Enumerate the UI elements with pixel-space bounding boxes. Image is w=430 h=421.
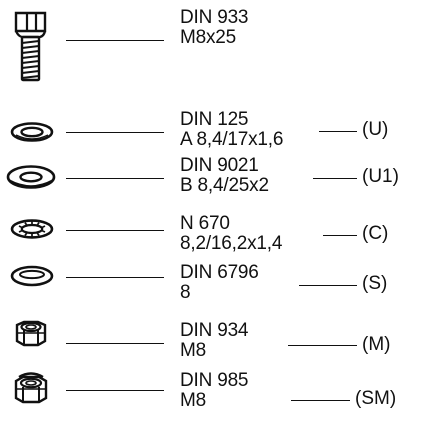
part-row-tooth-washer: N 670 8,2/16,2x1,4 (C) [0, 214, 430, 264]
flat-washer-icon [10, 122, 54, 142]
part-leader-line [66, 132, 164, 133]
tooth-lock-washer-icon [10, 219, 54, 239]
part-row-flat-washer: DIN 125 A 8,4/17x1,6 (U) [0, 110, 430, 160]
part-leader-line [66, 178, 164, 179]
part-standard-label: DIN 934 [180, 320, 249, 341]
part-leader-line [66, 230, 164, 231]
part-size-label: M8 [180, 340, 206, 361]
part-leader-line [66, 40, 164, 41]
code-leader-line [313, 178, 357, 179]
code-leader-line [319, 131, 357, 132]
part-row-large-washer: DIN 9021 B 8,4/25x2 (U1) [0, 156, 430, 206]
part-size-label: M8 [180, 390, 206, 411]
spring-washer-icon [10, 265, 54, 287]
part-label: DIN 9021 B 8,4/25x2 [180, 156, 315, 196]
part-label: DIN 934 M8 [180, 321, 315, 361]
part-label: DIN 985 M8 [180, 371, 315, 411]
part-row-bolt: DIN 933 M8x25 [0, 8, 430, 88]
part-icon-cell [0, 156, 70, 206]
part-icon-cell [0, 8, 70, 88]
part-size-label: A 8,4/17x1,6 [180, 129, 284, 150]
code-leader-line [291, 400, 350, 401]
part-code-label: (S) [362, 273, 388, 294]
part-leader-line [66, 343, 164, 344]
part-code-label: (C) [362, 223, 389, 244]
part-code-label: (SM) [355, 388, 397, 409]
part-standard-label: DIN 9021 [180, 155, 259, 176]
part-standard-label: DIN 6796 [180, 262, 259, 283]
code-leader-line [299, 285, 357, 286]
part-row-spring-washer: DIN 6796 8 (S) [0, 263, 430, 313]
part-size-label: B 8,4/25x2 [180, 175, 269, 196]
part-standard-label: DIN 933 [180, 7, 249, 28]
part-row-hex-nut: DIN 934 M8 (M) [0, 321, 430, 371]
part-row-lock-nut: DIN 985 M8 (SM) [0, 371, 430, 421]
part-size-label: 8 [180, 282, 191, 303]
hex-bolt-icon [14, 11, 47, 82]
code-leader-line [323, 235, 357, 236]
large-washer-icon [6, 165, 56, 189]
part-label: DIN 6796 8 [180, 263, 315, 303]
part-icon-cell [0, 320, 70, 371]
part-icon-cell [0, 371, 70, 421]
part-icon-cell [0, 263, 70, 313]
part-icon-cell [0, 110, 70, 160]
hex-nut-icon [15, 320, 47, 347]
part-standard-label: DIN 125 [180, 109, 249, 130]
part-label: DIN 933 M8x25 [180, 8, 315, 48]
part-size-label: M8x25 [180, 27, 237, 48]
part-leader-line [66, 390, 164, 391]
lock-nut-icon [14, 372, 48, 404]
part-label: DIN 125 A 8,4/17x1,6 [180, 110, 315, 150]
part-code-label: (U1) [362, 166, 399, 187]
code-leader-line [288, 345, 357, 346]
part-size-label: 8,2/16,2x1,4 [180, 233, 283, 254]
part-leader-line [66, 277, 164, 278]
part-code-label: (U) [362, 119, 389, 140]
part-code-label: (M) [362, 334, 391, 355]
part-label: N 670 8,2/16,2x1,4 [180, 214, 315, 254]
part-standard-label: N 670 [180, 213, 230, 234]
part-standard-label: DIN 985 [180, 370, 249, 391]
part-icon-cell [0, 214, 70, 264]
